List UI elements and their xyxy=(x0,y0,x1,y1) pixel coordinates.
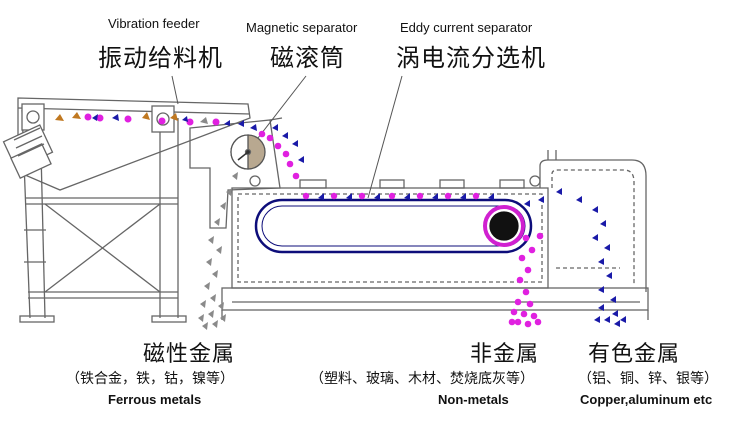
nonmetal-label-zh: 非金属 xyxy=(470,342,540,367)
nonmetal-label-en: Non-metals xyxy=(438,392,509,407)
magnetic-separator xyxy=(189,117,283,229)
eddy-drum-ring xyxy=(483,205,525,247)
magnetic-label-zh: 磁滚筒 xyxy=(270,44,345,72)
label-leader-lines xyxy=(171,75,403,199)
nonferrous-label-en: Copper,aluminum etc xyxy=(580,392,713,407)
eddy-drum-core xyxy=(489,211,519,241)
ferrous-label-en: Ferrous metals xyxy=(108,392,202,407)
nonferrous-examples: （铝、铜、锌、银等） xyxy=(578,371,718,387)
nonferrous-particles xyxy=(524,188,626,327)
feeder-label-en: Vibration feeder xyxy=(108,16,200,31)
ferrous-particles xyxy=(198,172,238,330)
eddy-label-en: Eddy current separator xyxy=(400,20,533,35)
vibration-feeder xyxy=(2,97,251,323)
transfer-particles xyxy=(258,124,304,180)
ferrous-label-zh: 磁性金属 xyxy=(143,342,236,367)
feeder-label-zh: 振动给料机 xyxy=(98,44,223,72)
eddy-current-separator xyxy=(221,175,649,320)
nonferrous-chute xyxy=(539,150,647,292)
feed-particles xyxy=(55,112,257,131)
eddy-label-zh: 涡电流分选机 xyxy=(396,44,546,72)
belt-particles xyxy=(302,192,494,200)
magnetic-label-en: Magnetic separator xyxy=(246,20,358,35)
nonferrous-label-zh: 有色金属 xyxy=(588,342,681,367)
ferrous-examples: （铁合金，铁，钴，镍等） xyxy=(66,371,234,387)
nonmetal-examples: （塑料、玻璃、木材、焚烧底灰等） xyxy=(310,371,534,387)
nonmetal-particles xyxy=(508,232,544,328)
